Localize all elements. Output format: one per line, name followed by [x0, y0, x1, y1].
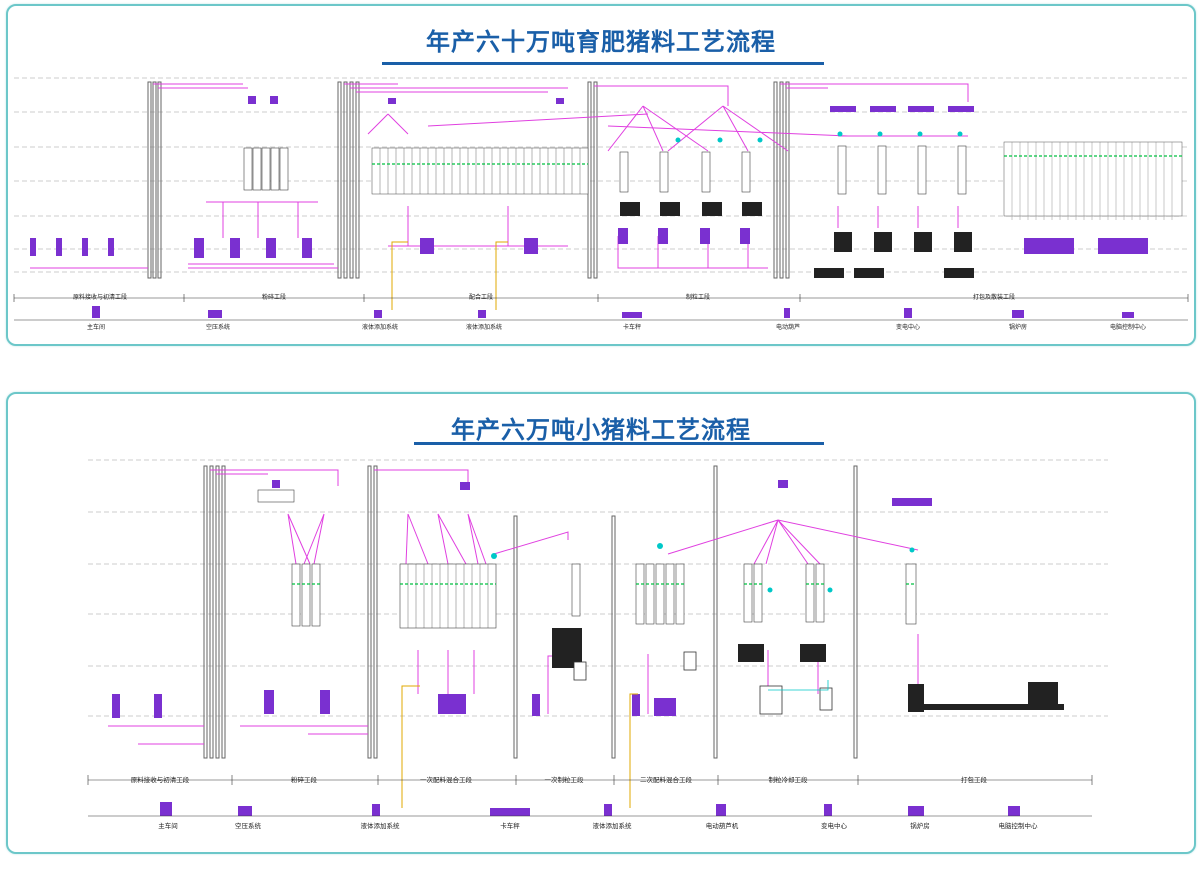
section-label: 粉碎工段	[291, 776, 317, 784]
facility-label: 电动葫芦	[775, 324, 801, 331]
facility-label: 液体添加系统	[360, 822, 400, 830]
section-label: 配合工段	[468, 294, 494, 301]
facility-label: 锅炉房	[1008, 324, 1028, 331]
flow-diagram-2	[87, 459, 1108, 817]
facility-label: 液体添加系统	[361, 324, 399, 331]
facility-label: 变电中心	[821, 822, 847, 830]
title-underline	[382, 62, 824, 65]
section-label: 制粒冷却工段	[768, 776, 808, 784]
section-label: 原料接收与初清工段	[72, 294, 128, 301]
section-label: 一次配料混合工段	[420, 776, 472, 784]
section-label: 打包及散装工段	[972, 294, 1016, 301]
facility-label: 空压系统	[235, 822, 261, 830]
facility-label: 变电中心	[895, 324, 921, 331]
diagram-title-1: 年产六十万吨育肥猪料工艺流程	[426, 28, 776, 56]
section-label: 一次制粒工段	[544, 776, 584, 784]
diagram-panel-2: 年产六万吨小猪料工艺流程	[6, 392, 1196, 854]
facility-label: 主车间	[86, 324, 106, 331]
facility-label: 卡车秤	[622, 324, 642, 331]
facility-label: 电动葫芦机	[705, 822, 739, 830]
facility-label: 电脑控制中心	[998, 822, 1038, 830]
title-underline	[414, 442, 824, 445]
section-label: 原料接收与初清工段	[130, 776, 190, 784]
section-label: 粉碎工段	[261, 294, 287, 301]
flow-diagram-1	[13, 77, 1189, 321]
facility-label: 锅炉房	[910, 822, 930, 830]
section-label: 二次配料混合工段	[640, 776, 692, 784]
facility-label: 卡车秤	[500, 822, 520, 830]
section-label: 打包工段	[961, 776, 987, 784]
facility-label: 电脑控制中心	[1109, 324, 1147, 331]
diagram-panel-1: 年产六十万吨育肥猪料工艺流程	[6, 4, 1196, 346]
facility-label: 空压系统	[205, 324, 231, 331]
diagram-title-2: 年产六万吨小猪料工艺流程	[451, 416, 751, 444]
facility-label: 液体添加系统	[465, 324, 503, 331]
section-label: 制粒工段	[685, 294, 711, 301]
facility-label: 主车间	[158, 822, 178, 830]
facility-label: 液体添加系统	[592, 822, 632, 830]
